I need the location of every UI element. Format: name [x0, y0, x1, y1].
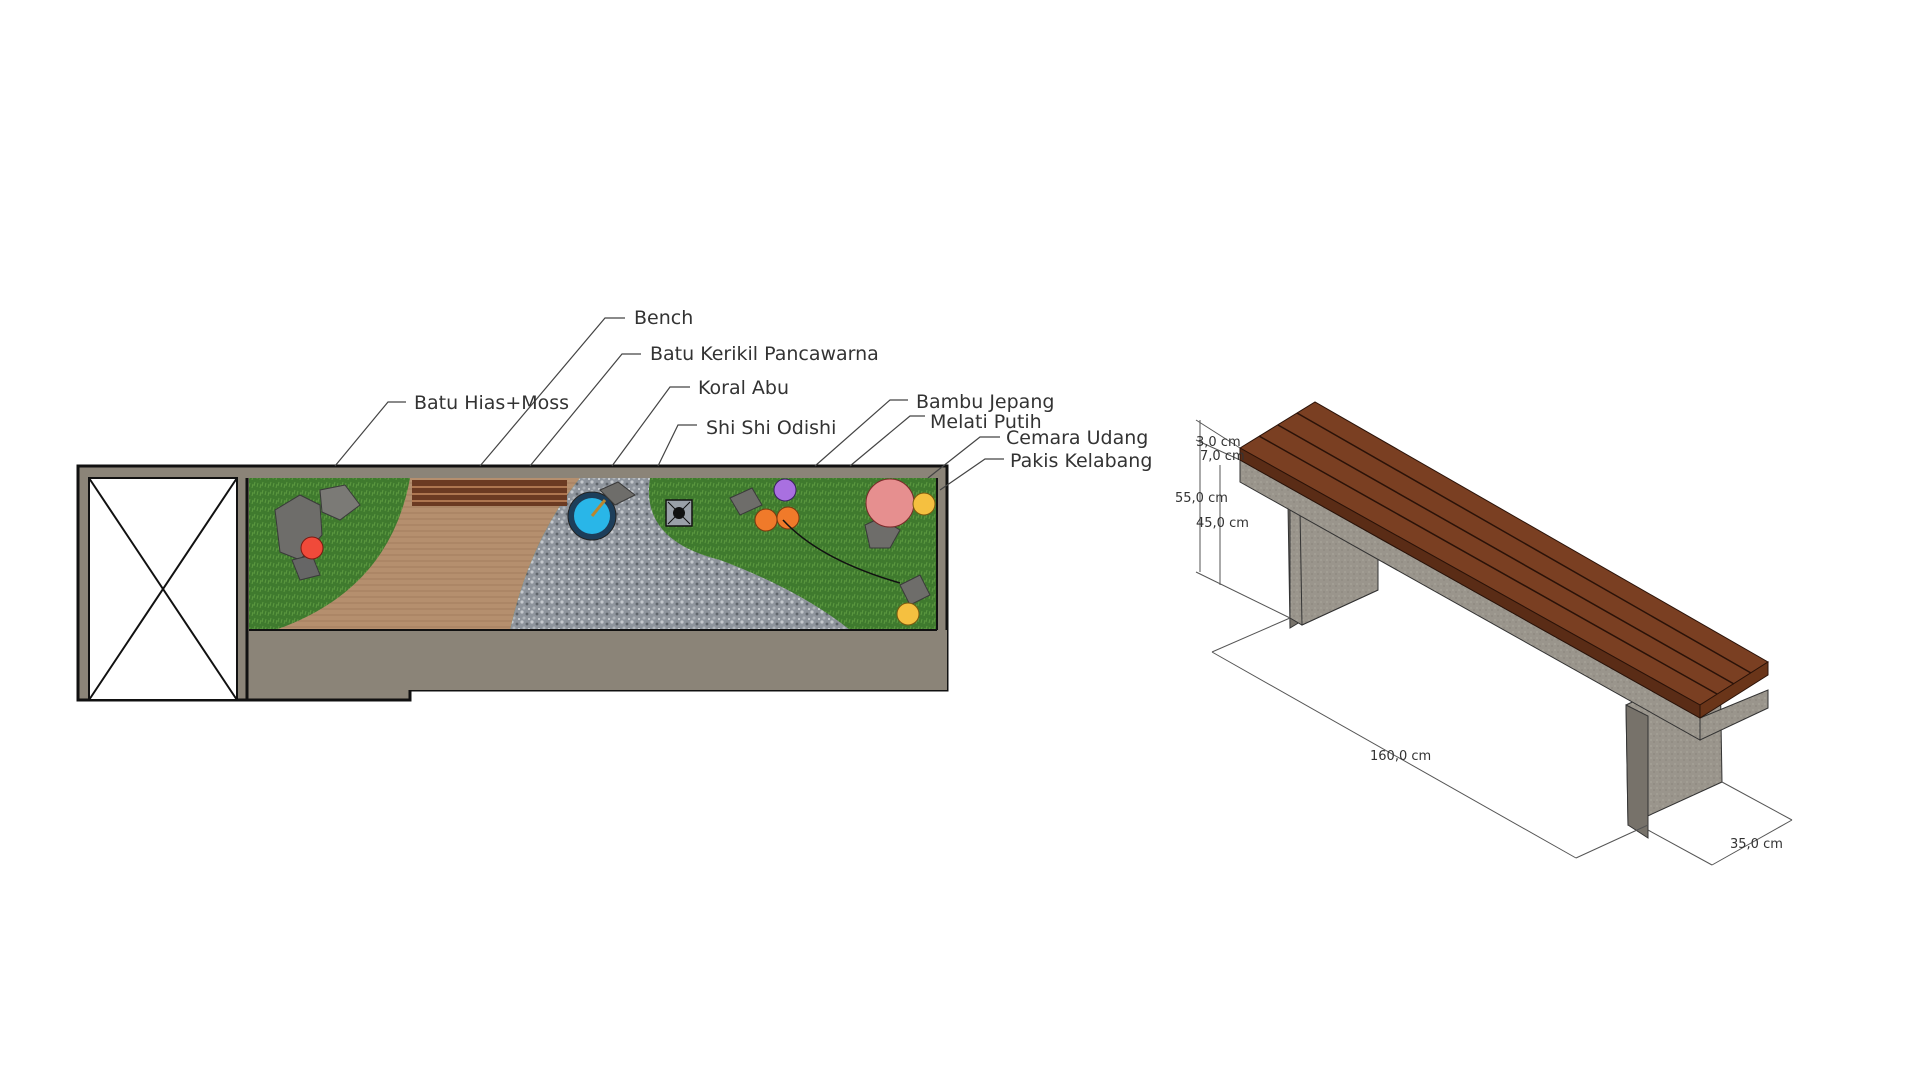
label-batu-hias: Batu Hias+Moss — [414, 392, 569, 414]
red-plant-icon — [300, 536, 324, 560]
bench-slat-line-2 — [1277, 424, 1735, 685]
bench-3d-model: 3,0 cm 7,0 cm 55,0 cm 45,0 cm 160,0 cm 3… — [1175, 401, 1793, 866]
dim-base-ext — [1195, 571, 1291, 619]
dim-length-line — [1211, 651, 1577, 859]
dim-total-height: 55,0 cm — [1175, 491, 1228, 506]
dim-depth-ext-a — [1647, 829, 1713, 866]
label-bambu-jepang: Bambu Jepang — [916, 391, 1054, 413]
label-pakis-kelabang: Pakis Kelabang — [1010, 450, 1152, 472]
dim-depth-line — [1711, 819, 1793, 866]
dim-depth-ext-b — [1721, 781, 1793, 821]
bench-seat-concrete-end — [1699, 689, 1769, 741]
label-batu-kerikil: Batu Kerikil Pancawarna — [650, 343, 879, 365]
bench-wood-end-edge — [1699, 661, 1769, 719]
label-shi-shi: Shi Shi Odishi — [706, 417, 836, 439]
label-cemara-udang: Cemara Udang — [1006, 427, 1148, 449]
garden-plan: Bench Batu Kerikil Pancawarna Koral Abu … — [76, 307, 1152, 702]
bench-slat-line-1 — [1258, 435, 1718, 695]
water-basin — [567, 481, 636, 541]
plan-bench — [412, 480, 567, 506]
bench-leg-right-side — [1625, 704, 1649, 839]
leader-shi-shi — [657, 424, 697, 467]
leader-pakis-kelabang — [939, 458, 1004, 491]
purple-plant-icon — [773, 478, 797, 502]
dim-depth: 35,0 cm — [1730, 837, 1783, 852]
plant-cluster-right — [729, 478, 936, 626]
rock-cluster-left — [274, 484, 361, 581]
pink-tree-icon — [865, 478, 915, 528]
plan-void-cross-b — [88, 477, 238, 701]
label-koral-abu: Koral Abu — [698, 377, 789, 399]
dim-length: 160,0 cm — [1370, 749, 1431, 764]
leader-batu-kerikil — [529, 353, 641, 467]
dim-top-thickness: 3,0 cm — [1196, 435, 1241, 450]
yellow-plant-icon-b — [896, 602, 920, 626]
dim-length-ext-a — [1211, 617, 1291, 653]
dim-top-ext — [1195, 419, 1241, 449]
orange-plant-icon-b — [776, 506, 800, 530]
yellow-plant-icon-a — [912, 492, 936, 516]
orange-plant-icon-a — [754, 508, 778, 532]
concrete-strip — [249, 630, 947, 690]
leader-cemara-udang — [927, 436, 1000, 479]
deck-path — [275, 478, 580, 630]
label-melati-putih: Melati Putih — [930, 411, 1042, 433]
dim-seat-thickness: 7,0 cm — [1200, 449, 1245, 464]
leader-bench — [479, 317, 625, 467]
bench-slat-line-3 — [1296, 412, 1752, 674]
leader-batu-hias — [334, 401, 406, 467]
dim-seat-ext — [1195, 439, 1241, 461]
label-bench: Bench — [634, 307, 693, 329]
shishi-odoshi-icon — [665, 499, 693, 527]
dim-leg-height: 45,0 cm — [1196, 516, 1249, 531]
leader-koral-abu — [611, 386, 690, 467]
leader-bambu-jepang — [814, 399, 908, 467]
dim-length-ext-b — [1575, 824, 1649, 859]
leader-melati-putih — [849, 415, 925, 467]
